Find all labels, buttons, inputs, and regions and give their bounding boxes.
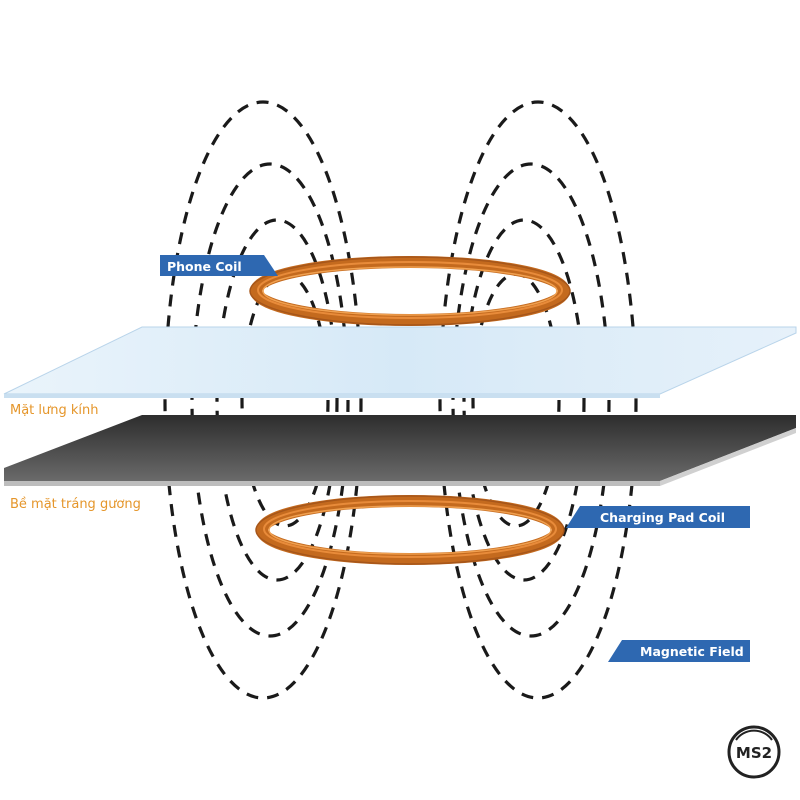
charging-pad-coil (255, 495, 565, 565)
field-line-left-2 (190, 162, 350, 638)
charging-pad-coil-callout: Charging Pad Coil (566, 506, 750, 528)
mirror-surface-label: Bề mặt tráng gương (10, 497, 141, 512)
mirror-surface-plate (4, 415, 796, 486)
phone-coil (249, 256, 571, 326)
charging-pad-coil-label: Charging Pad Coil (600, 510, 725, 525)
field-line-right-outer (438, 100, 638, 700)
ms2-logo-text: MS2 (736, 744, 772, 762)
ms2-logo: MS2 (727, 725, 781, 779)
field-line-right-3 (462, 218, 586, 582)
phone-coil-callout: Phone Coil (160, 255, 278, 276)
field-line-left-outer (163, 100, 363, 700)
magnetic-field-label: Magnetic Field (640, 644, 744, 659)
magnetic-field-lines (163, 100, 638, 700)
glass-back-label: Mặt lưng kính (10, 403, 99, 418)
field-line-right-2 (451, 162, 611, 638)
magnetic-field-callout: Magnetic Field (608, 640, 750, 662)
phone-coil-label: Phone Coil (167, 259, 242, 274)
glass-back-plate (3, 326, 797, 398)
field-line-left-3 (215, 218, 339, 582)
